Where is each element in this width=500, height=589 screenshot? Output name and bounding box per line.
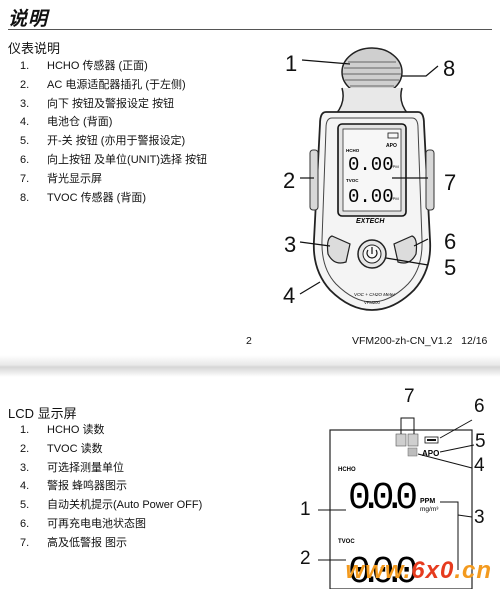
list-item-number: 3. (20, 97, 30, 110)
lcd-tvoc-label: TVOC (338, 539, 355, 545)
device-model-line: VOC + CH2O Meter (354, 292, 395, 297)
list-item-text: 向上按钮 及单位(UNIT)选择 按钮 (47, 153, 208, 166)
lcd-callout-7: 7 (404, 386, 415, 407)
lcd-hcho-label: HCHO (338, 467, 356, 473)
list-item: 3. 向下 按钮及警报设定 按钮 (20, 95, 207, 114)
lcd-callout-6: 6 (474, 396, 485, 417)
device-unit-2: PPM (390, 196, 399, 201)
list-item-number: 6. (20, 153, 30, 166)
section-title-meter: 仪表说明 (8, 41, 61, 56)
device-callout-2: 2 (283, 168, 296, 193)
lcd-illustration: APO HCHO 0.0.0 PPM mg/m³ TVOC 0.0.0 (318, 417, 475, 589)
page-break (0, 355, 500, 377)
device-callout-3: 3 (284, 232, 297, 257)
list-item-text: 可选择测量单位 (47, 461, 124, 474)
lcd-callout-4: 4 (474, 455, 485, 476)
list-item-text: HCHO 传感器 (正面) (47, 60, 148, 72)
list-item: 8. TVOC 传感器 (背面) (20, 189, 207, 208)
list-item: 4. 警报 蜂鸣器图示 (20, 477, 202, 496)
lcd-callout-5: 5 (475, 431, 486, 452)
device-apo: APO (386, 143, 397, 149)
meter-parts-list: 1. HCHO 传感器 (正面) 2. AC 电源适配器插孔 (于左侧) 3. 向下 按钮… (20, 57, 207, 207)
device-unit-1: PPM (390, 164, 399, 169)
lcd-reading-tvoc: 0.0.0 (348, 551, 418, 589)
list-item-text: 向下 按钮及警报设定 按钮 (47, 97, 175, 110)
list-item-text: 电池仓 (背面) (47, 116, 113, 129)
lcd-apo: APO (422, 449, 439, 458)
list-item-text: 高及低警报 图示 (47, 536, 128, 549)
watermark: www.6x0.cn (345, 557, 492, 585)
lcd-unit-mgm3: mg/m³ (420, 506, 439, 513)
list-item: 5. 自动关机提示(Auto Power OFF) (20, 496, 202, 515)
list-item-text: AC 电源适配器插孔 (于左侧) (47, 78, 186, 91)
list-item-number: 5. (20, 135, 30, 148)
list-item: 6. 向上按钮 及单位(UNIT)选择 按钮 (20, 151, 207, 170)
list-item-number: 7. (20, 172, 30, 185)
device-callout-8: 8 (443, 56, 456, 81)
device-hcho-label: HCHO (346, 148, 360, 153)
lcd-unit-ppm: PPM (420, 498, 435, 505)
device-tvoc-label: TVOC (346, 178, 359, 183)
list-item-text: 开-关 按钮 (亦用于警报设定) (47, 135, 186, 148)
list-item: 3. 可选择测量单位 (20, 459, 202, 478)
list-item: 1. HCHO 读数 (20, 421, 202, 440)
meter-illustration: APO HCHO 0.00 PPM TVOC 0.00 PPM EXTECH V… (299, 47, 439, 311)
device-callout-4: 4 (283, 283, 296, 308)
watermark-part3: .cn (454, 557, 492, 584)
lcd-callout-2: 2 (300, 548, 311, 569)
list-item: 7. 背光显示屏 (20, 170, 207, 189)
device-callout-5: 5 (444, 255, 457, 280)
lcd-items-list: 1. HCHO 读数 2. TVOC 读数 3. 可选择测量单位 4. 警报 蜂鸣器图示 5. 自… (20, 421, 202, 553)
list-item: 7. 高及低警报 图示 (20, 534, 202, 553)
watermark-part2: 6x0 (411, 557, 455, 584)
watermark-part1: www. (345, 557, 412, 584)
list-item-number: 6. (20, 517, 30, 530)
list-item-number: 2. (20, 78, 30, 91)
list-item-text: 背光显示屏 (47, 172, 102, 185)
list-item-text: TVOC 传感器 (背面) (47, 191, 146, 204)
list-item-number: 3. (20, 461, 30, 474)
list-item-number: 2. (20, 442, 30, 455)
lcd-callout-3: 3 (474, 507, 485, 528)
list-item-number: 5. (20, 499, 30, 512)
list-item-text: 自动关机提示(Auto Power OFF) (47, 499, 203, 512)
lcd-callout-1: 1 (300, 499, 311, 520)
list-item: 2. AC 电源适配器插孔 (于左侧) (20, 76, 207, 95)
device-callout-6: 6 (444, 229, 457, 254)
list-item: 5. 开-关 按钮 (亦用于警报设定) (20, 132, 207, 151)
device-callout-7: 7 (444, 170, 457, 195)
device-reading-tvoc: 0.00 (348, 186, 394, 208)
device-model: VFM200 (364, 300, 380, 305)
list-item-number: 4. (20, 116, 30, 129)
list-item: 6. 可再充电电池状态图 (20, 515, 202, 534)
document-id: VFM200-zh-CN_V1.2 12/16 (352, 335, 488, 347)
list-item-text: 可再充电电池状态图 (47, 517, 146, 530)
title-divider (8, 29, 492, 30)
list-item-number: 1. (20, 424, 30, 436)
list-item-text: TVOC 读数 (47, 442, 103, 455)
lcd-reading-hcho: 0.0.0 (348, 477, 418, 520)
section-title-lcd: LCD 显示屏 (8, 406, 77, 421)
list-item-number: 1. (20, 60, 30, 72)
list-item: 4. 电池仓 (背面) (20, 113, 207, 132)
list-item: 1. HCHO 传感器 (正面) (20, 57, 207, 76)
device-brand: EXTECH (356, 218, 385, 225)
list-item-number: 4. (20, 480, 30, 493)
page-title: 说明 (8, 9, 49, 30)
list-item: 2. TVOC 读数 (20, 440, 202, 459)
list-item-text: 警报 蜂鸣器图示 (47, 480, 128, 493)
page-number: 2 (246, 335, 252, 347)
device-reading-hcho: 0.00 (348, 154, 394, 176)
device-callout-1: 1 (285, 51, 298, 76)
list-item-number: 7. (20, 536, 30, 549)
list-item-text: HCHO 读数 (47, 424, 105, 436)
list-item-number: 8. (20, 191, 30, 204)
